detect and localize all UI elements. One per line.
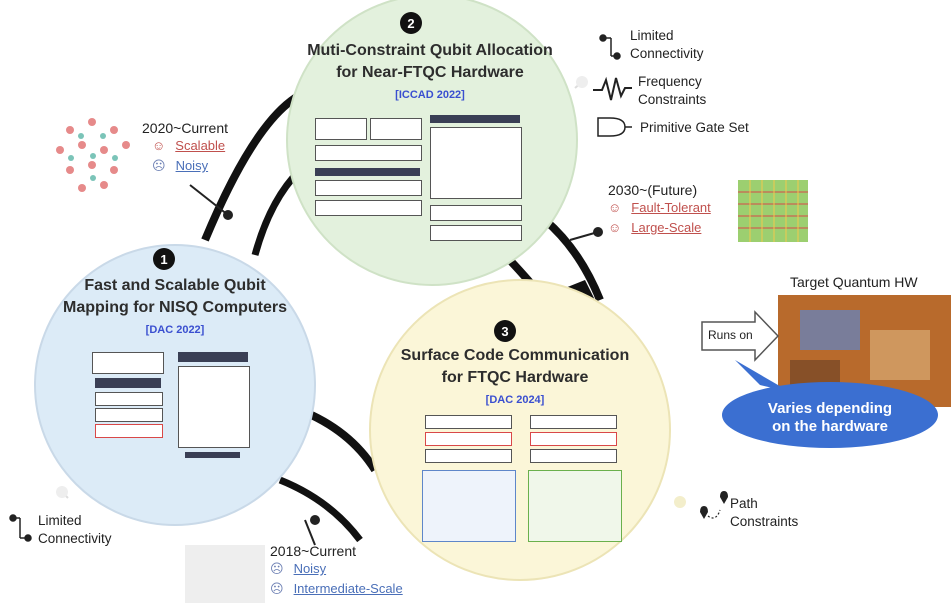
era-2018-item-1: ☹ Noisy bbox=[270, 559, 403, 579]
connector-dot-2030 bbox=[593, 227, 603, 237]
connector-dot-path bbox=[674, 496, 686, 508]
circle-1-title: Fast and Scalable Qubit Mapping for NISQ… bbox=[40, 275, 310, 341]
smile-icon: ☺ bbox=[608, 220, 622, 235]
circle-1-number: 1 bbox=[153, 248, 175, 270]
legend-gate-set: Primitive Gate Set bbox=[640, 120, 749, 135]
callout-line-2: on the hardware bbox=[772, 418, 888, 435]
hardware-callout bbox=[722, 382, 938, 448]
legend-path-constraints-label: Constraints bbox=[730, 514, 799, 529]
era-2018-item-2: ☹ Intermediate-Scale bbox=[270, 579, 403, 599]
circle-2-title: Muti-Constraint Qubit Allocation for Nea… bbox=[270, 40, 590, 106]
frequency-icon bbox=[593, 76, 632, 101]
era-2030-item-1: ☺ Fault-Tolerant bbox=[608, 198, 711, 218]
legend-left-limited-label: Limited bbox=[38, 513, 82, 528]
legend-connectivity-label: Connectivity bbox=[630, 46, 704, 61]
callout-tail bbox=[735, 360, 790, 392]
callout-text: Varies depending on the hardware bbox=[735, 400, 925, 436]
cycle-arc-right-outer bbox=[542, 216, 604, 302]
circle-3-venue: [DAC 2024] bbox=[485, 394, 545, 406]
legend-path: Path Constraints bbox=[730, 495, 798, 531]
frown-icon: ☹ bbox=[152, 158, 166, 173]
circle-1-title-line2: Mapping for NISQ Computers bbox=[63, 299, 287, 316]
circle-2-title-line1: Muti-Constraint Qubit Allocation bbox=[307, 42, 553, 59]
connectivity-icon-left bbox=[9, 514, 32, 542]
era-2030-item-2: ☺ Large-Scale bbox=[608, 218, 711, 238]
gate-icon bbox=[597, 117, 632, 137]
era-2020-item-1: ☺ Scalable bbox=[152, 136, 228, 156]
circle-3-title-line1: Surface Code Communication bbox=[400, 347, 630, 364]
runs-on-label: Runs on bbox=[708, 328, 753, 342]
legend-limited-label: Limited bbox=[630, 28, 674, 43]
callout-line-1: Varies depending bbox=[767, 400, 893, 417]
circle-2-venue: [ICCAD 2022] bbox=[395, 89, 465, 101]
runs-on-arrow bbox=[701, 310, 780, 362]
circle-1-venue: [DAC 2022] bbox=[145, 324, 205, 336]
smile-icon: ☺ bbox=[152, 138, 166, 153]
legend-frequency: Frequency Constraints bbox=[638, 73, 706, 109]
target-hw-label: Target Quantum HW bbox=[790, 274, 918, 290]
connector-dot-left bbox=[56, 486, 68, 498]
era-2020-pro: Scalable bbox=[175, 138, 226, 153]
era-2020-item-2: ☹ Noisy bbox=[152, 156, 228, 176]
legend-limited-connectivity-top: Limited Connectivity bbox=[630, 27, 704, 63]
era-2020-con: Noisy bbox=[175, 158, 209, 173]
era-2020: 2020~Current ☺ Scalable ☹ Noisy bbox=[142, 120, 228, 176]
frown-icon: ☹ bbox=[270, 581, 284, 596]
circle-1-title-line1: Fast and Scalable Qubit bbox=[84, 277, 266, 294]
era-2018-con-2: Intermediate-Scale bbox=[293, 581, 403, 596]
legend-frequency-constraints-label: Constraints bbox=[638, 92, 707, 107]
legend-frequency-label: Frequency bbox=[638, 74, 702, 89]
era-2030-pro-2: Large-Scale bbox=[631, 220, 702, 235]
cycle-arc-top-left bbox=[201, 91, 303, 242]
smile-icon: ☺ bbox=[608, 200, 622, 215]
circle-3-number: 3 bbox=[494, 320, 516, 342]
circle-1 bbox=[34, 244, 316, 526]
era-2030-pro-1: Fault-Tolerant bbox=[631, 200, 711, 215]
cycle-arc-bottom-outer bbox=[278, 476, 363, 543]
legend-limited-connectivity-left: Limited Connectivity bbox=[38, 512, 112, 548]
legend-path-label: Path bbox=[730, 496, 758, 511]
connector-dot-2018 bbox=[310, 515, 320, 525]
era-2018-title: 2018~Current bbox=[270, 543, 357, 559]
qubit-grid-2018 bbox=[185, 545, 265, 603]
connectivity-icon-top bbox=[599, 34, 621, 60]
legend-left-connectivity-label: Connectivity bbox=[38, 531, 112, 546]
era-2018: 2018~Current ☹ Noisy ☹ Intermediate-Scale bbox=[270, 543, 403, 599]
circle-2-title-line2: for Near-FTQC Hardware bbox=[336, 64, 524, 81]
frown-icon: ☹ bbox=[270, 561, 284, 576]
connector-dot-constraints bbox=[576, 76, 588, 88]
path-icon bbox=[700, 491, 728, 519]
circle-3-title-line2: for FTQC Hardware bbox=[441, 369, 589, 386]
circle-3 bbox=[369, 279, 671, 581]
connector-dot-2020 bbox=[223, 210, 233, 220]
era-2030: 2030~(Future) ☺ Fault-Tolerant ☺ Large-Sca… bbox=[608, 182, 711, 238]
era-2020-title: 2020~Current bbox=[142, 120, 229, 136]
qubit-lattice-2020 bbox=[56, 118, 130, 192]
circle-2-number: 2 bbox=[400, 12, 422, 34]
era-2018-con-1: Noisy bbox=[293, 561, 327, 576]
qubit-grid-2030 bbox=[738, 180, 808, 242]
era-2030-title: 2030~(Future) bbox=[608, 182, 698, 198]
circle-3-title: Surface Code Communication for FTQC Hard… bbox=[360, 345, 670, 411]
